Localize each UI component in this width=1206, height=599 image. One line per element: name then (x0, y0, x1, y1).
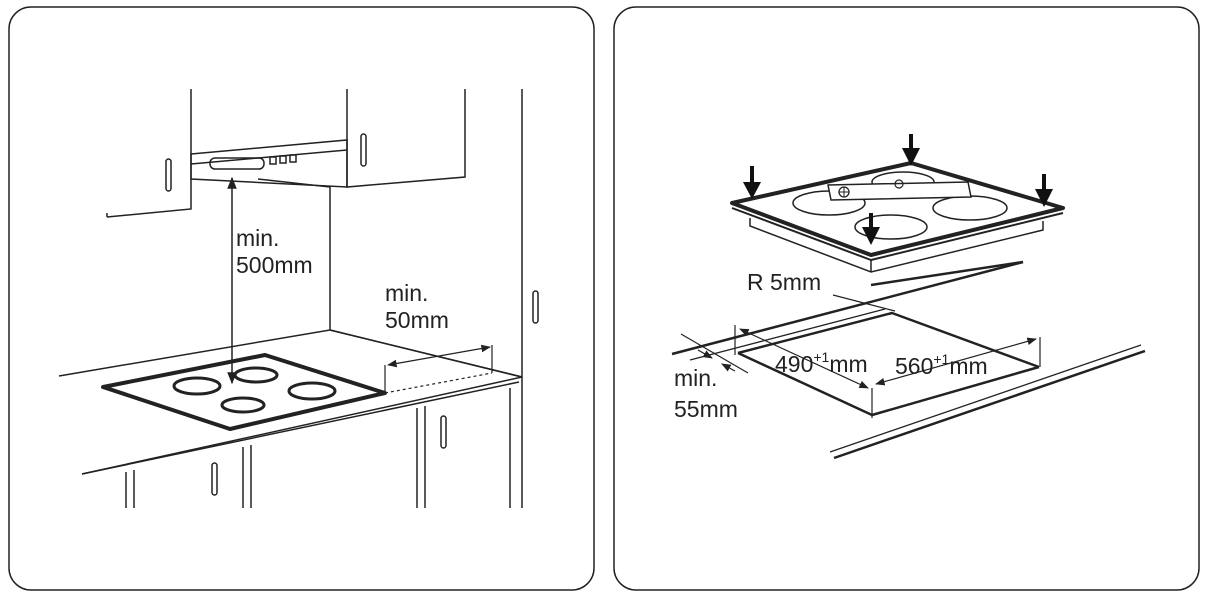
hob-zone (287, 381, 337, 401)
arrow-down-icon (743, 166, 761, 199)
depth-label: 490+1mm (775, 349, 868, 377)
radius-callout: R 5mm (747, 269, 896, 312)
side-gap-label-2: 50mm (385, 307, 449, 333)
hob-left (101, 353, 387, 431)
right-panel: R 5mm 490+1mm 560+1mm min. 55mm (613, 6, 1200, 591)
hob-control-strip (827, 181, 972, 201)
worktop (58, 329, 523, 475)
radius-label: R 5mm (747, 269, 821, 295)
cabinet-handle-right (360, 133, 367, 167)
side-gap-label-1: min. (385, 280, 428, 306)
base-handle-right (440, 415, 447, 449)
hob-zone (932, 195, 1008, 221)
tall-cabinet (521, 89, 539, 508)
side-gap-dimension: min. 50mm (384, 280, 493, 394)
tall-cabinet-handle (532, 290, 539, 324)
width-dimension: 560+1mm (875, 337, 1041, 386)
width-label: 560+1mm (895, 351, 988, 379)
left-panel-frame (8, 6, 595, 591)
press-down-arrows (743, 134, 1053, 245)
arrow-down-icon (902, 134, 920, 166)
hood-gap-dimension: min. 500mm (227, 176, 313, 385)
hob-zone (220, 396, 266, 414)
hood-gap-label-1: min. (236, 225, 279, 251)
hob-zone (233, 366, 279, 384)
left-panel: min. 500mm min. 50mm (8, 6, 595, 591)
hob-zone (172, 376, 222, 396)
hob-right (730, 161, 1065, 273)
edge-gap-label-1: min. (674, 365, 717, 391)
wall-cabinets (106, 89, 466, 218)
cooker-hood (190, 139, 348, 330)
right-panel-frame (613, 6, 1200, 591)
arrow-down-icon (1035, 174, 1053, 207)
arrow-down-icon (862, 213, 880, 245)
depth-dimension: 490+1mm (734, 325, 873, 418)
base-cabinets (125, 388, 511, 508)
cabinet-handle-left (165, 158, 172, 192)
hood-control-slot (209, 157, 265, 170)
edge-gap-dimension: min. 55mm (674, 333, 749, 422)
hood-gap-label-2: 500mm (236, 252, 313, 278)
edge-gap-label-2: 55mm (674, 396, 738, 422)
base-handle-left (211, 462, 218, 496)
hob-zone (854, 214, 928, 240)
